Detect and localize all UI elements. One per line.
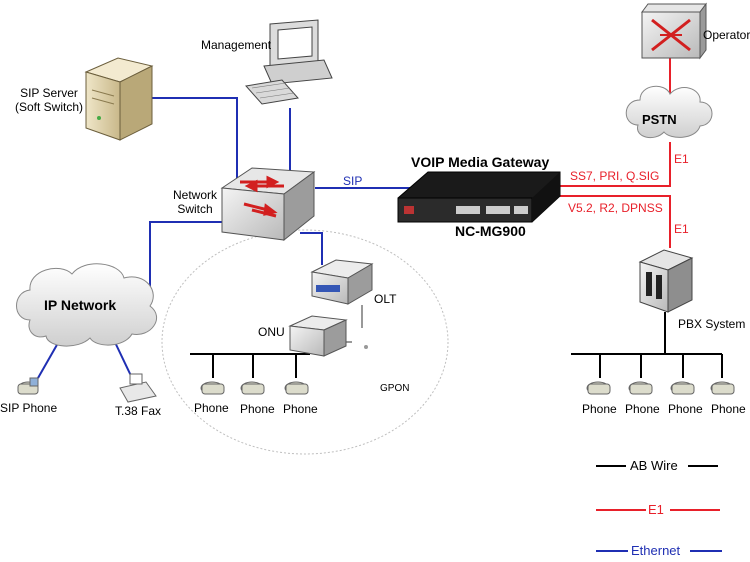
management-label: Management <box>201 38 272 52</box>
v52-label: V5.2, R2, DPNSS <box>568 201 663 215</box>
olt-label: OLT <box>374 292 397 306</box>
pbx-phone-2-icon <box>628 381 653 395</box>
gpon-phone-3-label: Phone <box>283 402 318 416</box>
pbx-system-label: PBX System <box>678 317 746 331</box>
sip-phone-icon <box>17 377 39 395</box>
e1-top-label: E1 <box>674 152 689 166</box>
gpon-label: GPON <box>380 383 410 394</box>
ss7-label: SS7, PRI, Q.SIG <box>570 169 660 183</box>
sip-link-label: SIP <box>343 174 363 188</box>
pbx-phone-4-label: Phone <box>711 402 746 416</box>
gpon-phone-1-label: Phone <box>194 401 229 415</box>
legend-lines <box>596 465 722 552</box>
network-switch-label-line2: Switch <box>177 202 213 216</box>
legend-e1-label: E1 <box>648 502 664 517</box>
pbx-phone-3-icon <box>670 381 695 395</box>
gpon-phone-2-label: Phone <box>240 402 275 416</box>
gpon-phone-1-icon <box>200 381 225 395</box>
onu-label: ONU <box>258 325 285 339</box>
pstn-cloud-icon <box>625 85 713 139</box>
e1-links <box>560 55 671 248</box>
pbx-phone-2-label: Phone <box>625 402 660 416</box>
onu-device-icon <box>288 315 348 357</box>
gpon-area <box>161 229 449 455</box>
operator-router-icon <box>641 2 707 60</box>
phone-icons <box>17 373 735 403</box>
sip-server-label: SIP Server (Soft Switch) <box>14 86 84 114</box>
fiber-links <box>345 305 368 349</box>
ip-network-cloud-icon <box>16 263 157 347</box>
voip-gateway-device <box>397 171 561 223</box>
legend-ethernet-label: Ethernet <box>631 543 681 558</box>
pbx-phone-1-label: Phone <box>582 402 617 416</box>
pstn-label: PSTN <box>642 112 677 127</box>
operator-label: Operator <box>703 28 750 42</box>
ab-wires <box>190 312 723 378</box>
pbx-phone-1-icon <box>586 381 611 395</box>
fax-icon <box>119 373 157 403</box>
sip-server-label-line2: (Soft Switch) <box>14 100 83 114</box>
network-switch-icon <box>220 167 316 242</box>
gpon-phone-2-icon <box>240 381 265 395</box>
e1-bottom-label: E1 <box>674 222 689 236</box>
pbx-system-icon <box>638 249 694 313</box>
olt-device-icon <box>310 259 374 305</box>
gpon-phone-3-icon <box>284 381 309 395</box>
management-computer-icon <box>245 19 333 105</box>
t38-fax-label: T.38 Fax <box>115 404 162 418</box>
pbx-phone-4-icon <box>710 381 735 395</box>
sip-phone-label: SIP Phone <box>0 401 58 415</box>
ip-network-label: IP Network <box>44 297 117 313</box>
network-switch-label: Network Switch <box>168 188 222 216</box>
sip-server-label-line1: SIP Server <box>20 86 78 100</box>
network-switch-label-line1: Network <box>172 188 217 202</box>
gateway-title: VOIP Media Gateway <box>411 154 550 170</box>
sip-server-icon <box>84 57 154 141</box>
pbx-phone-3-label: Phone <box>668 402 703 416</box>
gateway-model: NC-MG900 <box>455 223 526 239</box>
legend-ab-wire-label: AB Wire <box>630 458 678 473</box>
